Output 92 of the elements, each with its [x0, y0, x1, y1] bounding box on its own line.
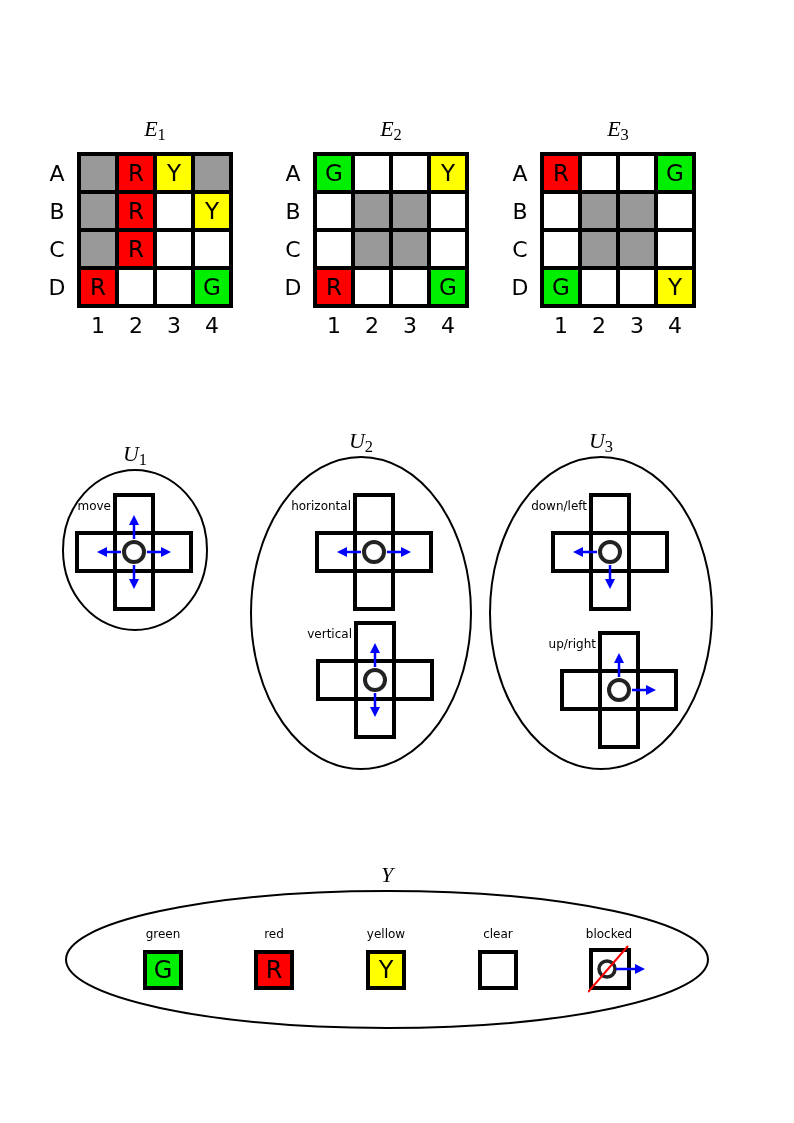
row-label: A: [48, 159, 66, 188]
row-label: B: [48, 197, 66, 226]
column-label: 2: [591, 311, 607, 340]
grid-cell: [544, 194, 578, 228]
grid-cell: [393, 194, 427, 228]
grid-cell: Y: [157, 156, 191, 190]
grid-cell: Y: [195, 194, 229, 228]
grid-cell: [195, 232, 229, 266]
column-label: 2: [128, 311, 144, 340]
grid-cell: [620, 156, 654, 190]
grid-title: E$_{3}$: [606, 115, 630, 144]
row-label: D: [283, 273, 303, 302]
row-label: A: [284, 159, 302, 188]
column-label: 3: [629, 311, 645, 340]
column-label: 1: [553, 311, 569, 340]
column-label: 4: [204, 311, 220, 340]
cross-label: up/right: [548, 638, 596, 650]
column-label: 4: [667, 311, 683, 340]
grid-cell: R: [317, 270, 351, 304]
grid-title: E$_{2}$: [379, 115, 403, 144]
grid-cell: [658, 194, 692, 228]
column-label: 3: [166, 311, 182, 340]
grid-cell: G: [195, 270, 229, 304]
group-title: Y: [380, 862, 394, 888]
grid-cell: [157, 270, 191, 304]
grid-cell: G: [317, 156, 351, 190]
grid-cell: [355, 270, 389, 304]
column-label: 1: [90, 311, 106, 340]
group-title: U$_{2}$: [348, 428, 374, 454]
grid-cell: R: [119, 232, 153, 266]
grid-cell: G: [544, 270, 578, 304]
square-label: blocked: [584, 928, 634, 940]
group-title: U$_{3}$: [588, 428, 614, 454]
grid-cell: [620, 194, 654, 228]
column-label: 2: [364, 311, 380, 340]
grid-cell: [119, 270, 153, 304]
grid-cell: [658, 232, 692, 266]
grid-cell: [393, 270, 427, 304]
column-label: 4: [440, 311, 456, 340]
grid-cell: [81, 194, 115, 228]
square-label: green: [144, 928, 182, 940]
grid-cell: [317, 232, 351, 266]
grid-cell: Y: [431, 156, 465, 190]
row-label: C: [284, 235, 302, 264]
grid-cell: [393, 232, 427, 266]
cross-label: move: [77, 500, 111, 512]
grid-cell: G: [431, 270, 465, 304]
grid-cell: [195, 156, 229, 190]
grid-cell: [317, 194, 351, 228]
row-label: C: [511, 235, 529, 264]
grid-cell: R: [119, 194, 153, 228]
grid-cell: Y: [658, 270, 692, 304]
row-label: B: [511, 197, 529, 226]
grid-cell: [620, 270, 654, 304]
cross-label: vertical: [307, 628, 352, 640]
row-label: D: [47, 273, 67, 302]
grid-cell: [393, 156, 427, 190]
grid-cell: [355, 156, 389, 190]
grid-cell: [582, 232, 616, 266]
grid-cell: [355, 194, 389, 228]
grid-cell: [582, 270, 616, 304]
grid-cell: [157, 232, 191, 266]
column-label: 3: [402, 311, 418, 340]
grid-cell: [582, 194, 616, 228]
grid-cell: [355, 232, 389, 266]
status-square: Y: [366, 950, 406, 990]
grid-cell: [544, 232, 578, 266]
grid-cell: R: [119, 156, 153, 190]
grid-cell: [157, 194, 191, 228]
square-label: clear: [482, 928, 514, 940]
grid-cell: G: [658, 156, 692, 190]
cross-label: down/left: [531, 500, 587, 512]
grid-cell: [81, 156, 115, 190]
grid-cell: [431, 194, 465, 228]
row-label: B: [284, 197, 302, 226]
row-label: A: [511, 159, 529, 188]
cross-label: horizontal: [291, 500, 351, 512]
row-label: C: [48, 235, 66, 264]
grid-cell: [431, 232, 465, 266]
grid-title: E$_{1}$: [143, 115, 167, 144]
square-label: yellow: [365, 928, 407, 940]
column-label: 1: [326, 311, 342, 340]
group-title: U$_{1}$: [122, 441, 148, 467]
grid-cell: R: [81, 270, 115, 304]
square-label: red: [263, 928, 285, 940]
status-square: R: [254, 950, 294, 990]
grid-cell: [582, 156, 616, 190]
row-label: D: [510, 273, 530, 302]
grid-cell: [620, 232, 654, 266]
grid-cell: R: [544, 156, 578, 190]
status-square: G: [143, 950, 183, 990]
grid-cell: [81, 232, 115, 266]
